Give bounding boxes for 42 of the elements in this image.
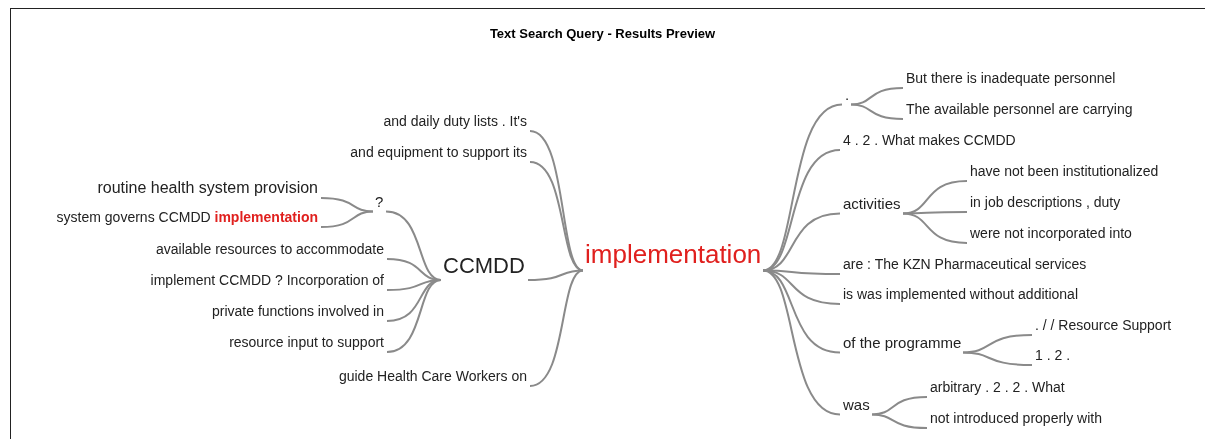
word-tree-phrase: not introduced properly with bbox=[930, 410, 1102, 428]
word-tree-phrase: CCMDD bbox=[443, 252, 525, 280]
word-tree-phrase: in job descriptions , duty bbox=[970, 194, 1121, 212]
word-tree-phrase: routine health system provision bbox=[97, 178, 318, 198]
word-tree-phrase: have not been institutionalized bbox=[970, 163, 1159, 181]
branch-line bbox=[902, 212, 968, 244]
word-tree-phrase: are : The KZN Pharmaceutical services bbox=[843, 256, 1087, 274]
title: Text Search Query - Results Preview bbox=[488, 25, 717, 43]
branch-line bbox=[850, 103, 904, 120]
word-tree-phrase: ? bbox=[375, 192, 384, 212]
branch-line bbox=[962, 351, 1033, 366]
word-tree-phrase: . bbox=[845, 85, 850, 105]
word-tree-phrase: 1 . 2 . bbox=[1035, 347, 1071, 365]
branch-line bbox=[529, 161, 584, 272]
word-tree-phrase: of the programme bbox=[843, 333, 962, 353]
word-tree-phrase: private functions involved in bbox=[212, 303, 384, 321]
word-tree-phrase: and daily duty lists . It's bbox=[383, 113, 527, 131]
word-tree-phrase: activities bbox=[843, 194, 901, 214]
word-tree-phrase: system governs CCMDD implementation bbox=[56, 209, 318, 227]
branch-line bbox=[962, 334, 1033, 354]
word-tree-phrase: is was implemented without additional bbox=[843, 286, 1078, 304]
word-tree-phrase: But there is inadequate personnel bbox=[906, 70, 1116, 88]
word-tree-phrase: 4 . 2 . What makes CCMDD bbox=[843, 132, 1016, 150]
branch-line bbox=[386, 279, 442, 353]
branch-line bbox=[871, 396, 928, 416]
word-tree-phrase: . / / Resource Support bbox=[1035, 317, 1172, 335]
word-tree-phrase: The available personnel are carrying bbox=[906, 101, 1133, 119]
word-tree-phrase: was bbox=[843, 395, 870, 415]
word-tree-phrase: available resources to accommodate bbox=[156, 241, 384, 259]
branch-line bbox=[529, 269, 584, 387]
branch-line bbox=[320, 197, 374, 213]
word-tree-phrase: were not incorporated into bbox=[970, 225, 1132, 243]
branch-line bbox=[902, 211, 968, 215]
word-tree-phrase: resource input to support bbox=[229, 334, 384, 352]
word-tree-phrase: implementation bbox=[585, 237, 762, 271]
branch-line bbox=[871, 413, 928, 429]
word-tree-phrase: implement CCMDD ? Incorporation of bbox=[150, 272, 384, 290]
branch-line bbox=[850, 87, 904, 106]
word-tree-phrase: and equipment to support its bbox=[350, 144, 527, 162]
word-tree-phrase: arbitrary . 2 . 2 . What bbox=[930, 379, 1065, 397]
branch-line bbox=[320, 210, 374, 228]
word-tree-phrase: guide Health Care Workers on bbox=[338, 368, 527, 386]
